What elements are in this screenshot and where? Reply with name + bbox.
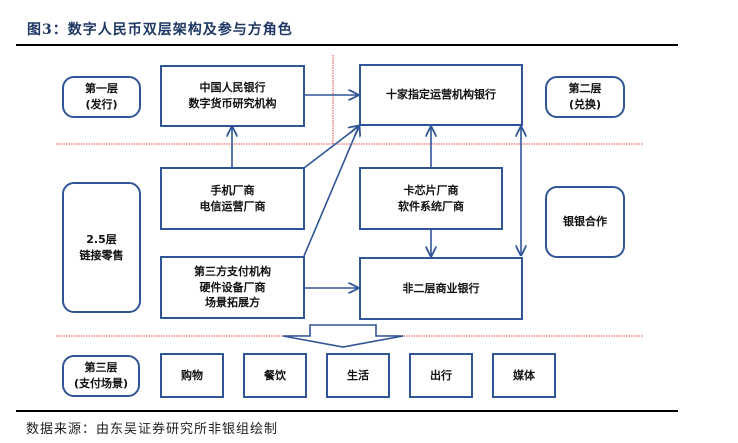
node-pboc: 中国人民银行数字货币研究机构 [160,65,305,127]
top-rule [16,44,678,46]
node-non-tier2-banks: 非二层商业银行 [359,257,523,320]
layer2-label: 第二层(兑换) [545,76,625,118]
arrow-phone-operators [303,126,359,169]
scene-shopping: 购物 [160,353,224,398]
bank-cooperation-label: 银银合作 [545,186,625,258]
node-third-party-payment: 第三方支付机构硬件设备厂商场景拓展方 [160,256,305,319]
node-phone-telecom: 手机厂商电信运营厂商 [160,167,305,230]
arrow-thirdparty-operators [303,126,359,257]
scene-dining: 餐饮 [243,353,307,398]
figure-title: 图3：数字人民币双层架构及参与方角色 [27,22,293,38]
layer1-label: 第一层(发行) [62,76,141,118]
scene-living: 生活 [326,353,390,398]
layer25-label: 2.5层链接零售 [62,182,141,313]
scene-travel: 出行 [409,353,473,398]
bottom-rule [16,410,678,412]
node-chip-software: 卡芯片厂商软件系统厂商 [359,167,503,230]
source-note: 数据来源：由东吴证券研究所非银组绘制 [26,422,279,437]
layer3-label: 第三层(支付场景) [62,355,140,397]
scene-media: 媒体 [492,353,556,398]
node-designated-operators: 十家指定运营机构银行 [359,64,523,126]
big-down-arrow [282,324,404,348]
